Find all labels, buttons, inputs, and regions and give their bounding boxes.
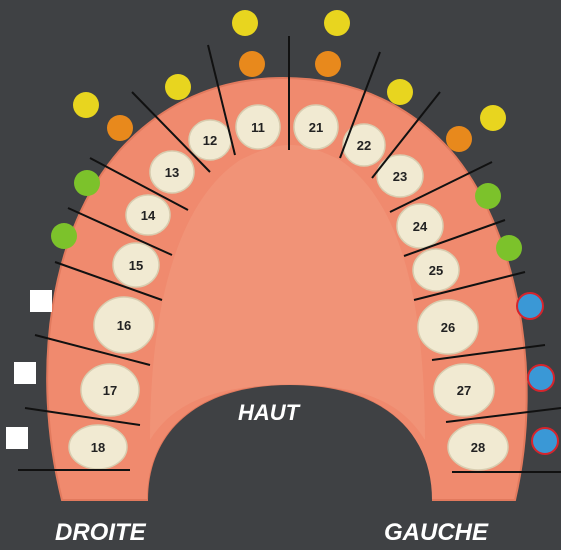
- tooth-number: 28: [471, 440, 485, 455]
- tooth-number: 18: [91, 440, 105, 455]
- marker-22-yellow[interactable]: [387, 79, 413, 105]
- marker-21-orange[interactable]: [315, 51, 341, 77]
- droite-label: DROITE: [55, 519, 147, 546]
- tooth-13[interactable]: 13: [150, 151, 194, 193]
- marker-13-yellow[interactable]: [73, 92, 99, 118]
- tooth-number: 17: [103, 383, 117, 398]
- marker-18-white-square[interactable]: [6, 427, 28, 449]
- tooth-number: 23: [393, 169, 407, 184]
- tooth-number: 13: [165, 165, 179, 180]
- marker-11-orange[interactable]: [239, 51, 265, 77]
- tooth-number: 14: [141, 208, 156, 223]
- marker-15-green[interactable]: [51, 223, 77, 249]
- marker-27-blue[interactable]: [528, 365, 554, 391]
- marker-24-green[interactable]: [475, 183, 501, 209]
- tooth-12[interactable]: 12: [189, 120, 231, 160]
- tooth-number: 24: [413, 219, 428, 234]
- tooth-23[interactable]: 23: [377, 155, 423, 197]
- marker-11-yellow[interactable]: [232, 10, 258, 36]
- tooth-22[interactable]: 22: [343, 124, 385, 166]
- tooth-18[interactable]: 18: [69, 425, 127, 469]
- tooth-number: 11: [251, 120, 265, 135]
- tooth-28[interactable]: 28: [448, 424, 508, 470]
- tooth-21[interactable]: 21: [294, 105, 338, 149]
- tooth-14[interactable]: 14: [126, 195, 170, 235]
- tooth-number: 21: [309, 120, 323, 135]
- tooth-16[interactable]: 16: [94, 297, 154, 353]
- marker-14-green[interactable]: [74, 170, 100, 196]
- tooth-number: 12: [203, 133, 217, 148]
- marker-17-white-square[interactable]: [14, 362, 36, 384]
- marker-23-yellow[interactable]: [480, 105, 506, 131]
- tooth-27[interactable]: 27: [434, 364, 494, 416]
- marker-21-yellow[interactable]: [324, 10, 350, 36]
- haut-label: HAUT: [238, 400, 301, 425]
- tooth-17[interactable]: 17: [81, 364, 139, 416]
- marker-25-green[interactable]: [496, 235, 522, 261]
- tooth-26[interactable]: 26: [418, 300, 478, 354]
- tooth-25[interactable]: 25: [413, 249, 459, 291]
- tooth-number: 16: [117, 318, 131, 333]
- marker-16-white-square[interactable]: [30, 290, 52, 312]
- gauche-label: GAUCHE: [384, 519, 489, 546]
- marker-12-orange[interactable]: [107, 115, 133, 141]
- tooth-number: 26: [441, 320, 455, 335]
- marker-28-blue[interactable]: [532, 428, 558, 454]
- tooth-number: 22: [357, 138, 371, 153]
- tooth-number: 15: [129, 258, 143, 273]
- marker-12-yellow[interactable]: [165, 74, 191, 100]
- tooth-15[interactable]: 15: [113, 243, 159, 287]
- marker-23-orange[interactable]: [446, 126, 472, 152]
- tooth-11[interactable]: 11: [236, 105, 280, 149]
- tooth-number: 27: [457, 383, 471, 398]
- tooth-number: 25: [429, 263, 443, 278]
- tooth-24[interactable]: 24: [397, 204, 443, 248]
- marker-26-blue[interactable]: [517, 293, 543, 319]
